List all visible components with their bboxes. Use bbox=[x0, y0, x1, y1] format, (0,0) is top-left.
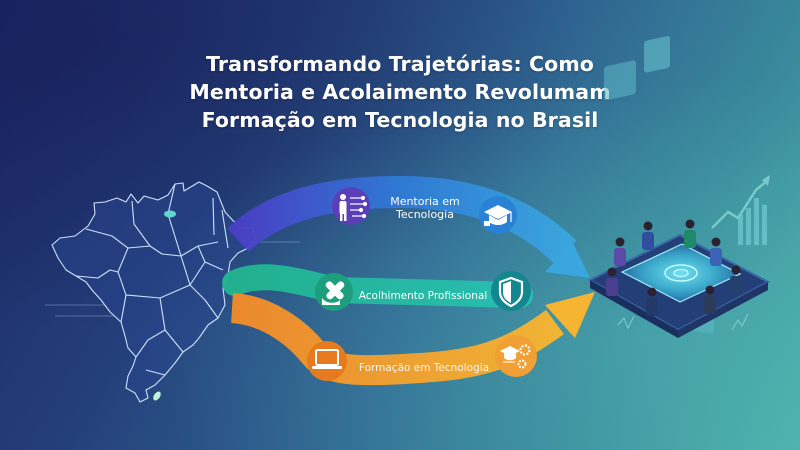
graduation-cap-icon bbox=[479, 196, 517, 234]
label-formacao: Formação em Tecnologia bbox=[358, 362, 490, 374]
meeting-participants bbox=[606, 219, 742, 316]
handshake-icon bbox=[315, 273, 353, 311]
map-highlight-south bbox=[153, 391, 161, 401]
label-mentoria: Mentoria em Tecnologia bbox=[382, 195, 468, 221]
path-mentoria bbox=[227, 175, 577, 264]
brazil-map bbox=[51, 181, 257, 403]
graduation-gears-icon bbox=[495, 335, 537, 377]
title-line-2: Mentoria e Acolaimento Revolumam bbox=[189, 80, 611, 104]
title-line-3: Formação em Tecnologia no Brasil bbox=[201, 108, 599, 132]
mentor-presentation-icon bbox=[332, 187, 370, 225]
map-highlight-north bbox=[164, 210, 176, 218]
laptop-icon bbox=[307, 341, 347, 381]
label-mentoria-line2: Tecnologia bbox=[396, 208, 454, 221]
arrowhead-mentoria bbox=[545, 243, 590, 278]
label-acolhimento: Acolhimento Profissional bbox=[358, 290, 488, 302]
team-meeting-table bbox=[587, 36, 771, 338]
page-title: Transformando Trajetórias: Como Mentoria… bbox=[150, 50, 650, 134]
label-mentoria-line1: Mentoria em bbox=[390, 195, 460, 208]
title-line-1: Transformando Trajetórias: Como bbox=[206, 52, 594, 76]
shield-icon bbox=[491, 271, 531, 311]
arrowhead-formacao bbox=[545, 292, 595, 338]
